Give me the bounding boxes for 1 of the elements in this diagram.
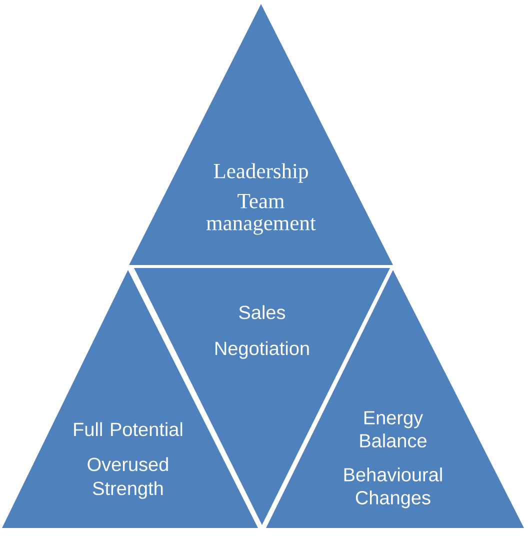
triangle: Leadership Team management (129, 4, 393, 265)
